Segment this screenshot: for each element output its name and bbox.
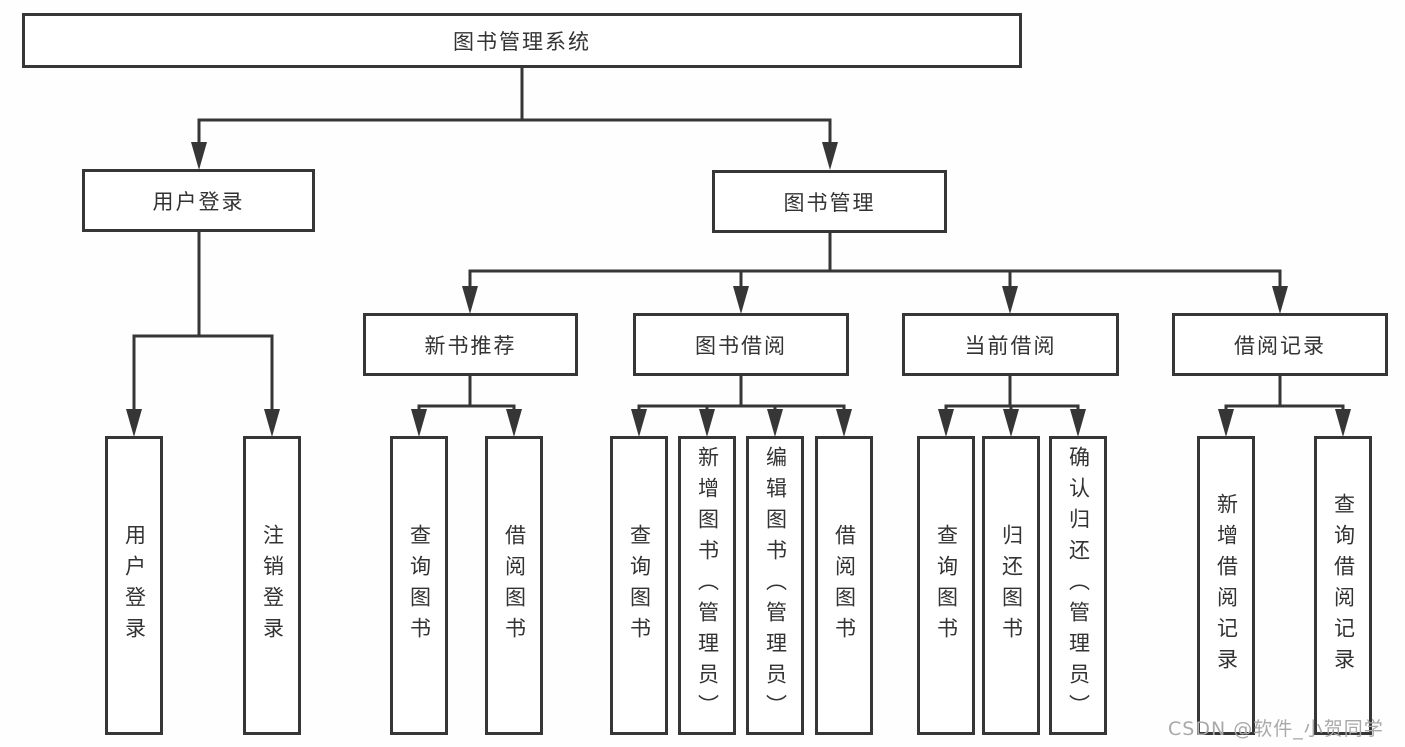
node-borrow-record: 借阅记录 xyxy=(1172,313,1388,376)
node-label: 查询借阅记录 xyxy=(1331,492,1356,679)
node-label: 借阅记录 xyxy=(1234,333,1326,358)
node-label: 新增借阅记录 xyxy=(1214,492,1239,679)
node-new-book-recommend: 新书推荐 xyxy=(363,313,578,376)
node-book-management: 图书管理 xyxy=(712,170,947,233)
leaf-borrow-books-1: 借阅图书 xyxy=(485,436,543,735)
node-label: 图书借阅 xyxy=(695,333,787,358)
node-book-borrow: 图书借阅 xyxy=(633,313,849,376)
node-label: 查询图书 xyxy=(407,523,432,648)
leaf-user-login: 用户登录 xyxy=(105,436,163,735)
arrowheads xyxy=(126,142,1351,437)
leaf-search-books-3: 查询图书 xyxy=(917,436,975,735)
node-label: 编辑图书（管理员） xyxy=(763,446,788,725)
node-root-system: 图书管理系统 xyxy=(22,13,1022,68)
node-label: 确认归还（管理员） xyxy=(1066,446,1091,725)
node-current-borrow: 当前借阅 xyxy=(902,313,1119,376)
node-label: 归还图书 xyxy=(999,523,1024,648)
node-label: 用户登录 xyxy=(122,523,147,648)
node-label: 图书管理 xyxy=(783,190,876,215)
leaf-add-borrow-record: 新增借阅记录 xyxy=(1197,436,1255,735)
node-label: 图书管理系统 xyxy=(453,29,591,54)
node-label: 借阅图书 xyxy=(832,523,857,648)
csdn-watermark: CSDN @软件_小贺同学 xyxy=(1168,718,1384,740)
node-label: 借阅图书 xyxy=(502,523,527,648)
node-label: 注销登录 xyxy=(260,523,285,648)
leaf-search-borrow-record: 查询借阅记录 xyxy=(1314,436,1372,735)
leaf-confirm-return-admin: 确认归还（管理员） xyxy=(1049,436,1107,735)
leaf-edit-books-admin: 编辑图书（管理员） xyxy=(746,436,804,735)
node-user-login: 用户登录 xyxy=(82,169,315,232)
node-label: 新书推荐 xyxy=(424,333,517,358)
node-label: 查询图书 xyxy=(627,523,652,648)
node-label: 用户登录 xyxy=(152,189,245,214)
leaf-borrow-books-2: 借阅图书 xyxy=(815,436,873,735)
leaf-logout: 注销登录 xyxy=(243,436,301,735)
leaf-return-books: 归还图书 xyxy=(982,436,1040,735)
leaf-search-books-2: 查询图书 xyxy=(610,436,668,735)
leaf-add-books-admin: 新增图书（管理员） xyxy=(678,436,736,735)
node-label: 当前借阅 xyxy=(964,333,1057,358)
node-label: 查询图书 xyxy=(934,523,959,648)
node-label: 新增图书（管理员） xyxy=(695,446,720,725)
leaf-search-books-1: 查询图书 xyxy=(390,436,448,735)
